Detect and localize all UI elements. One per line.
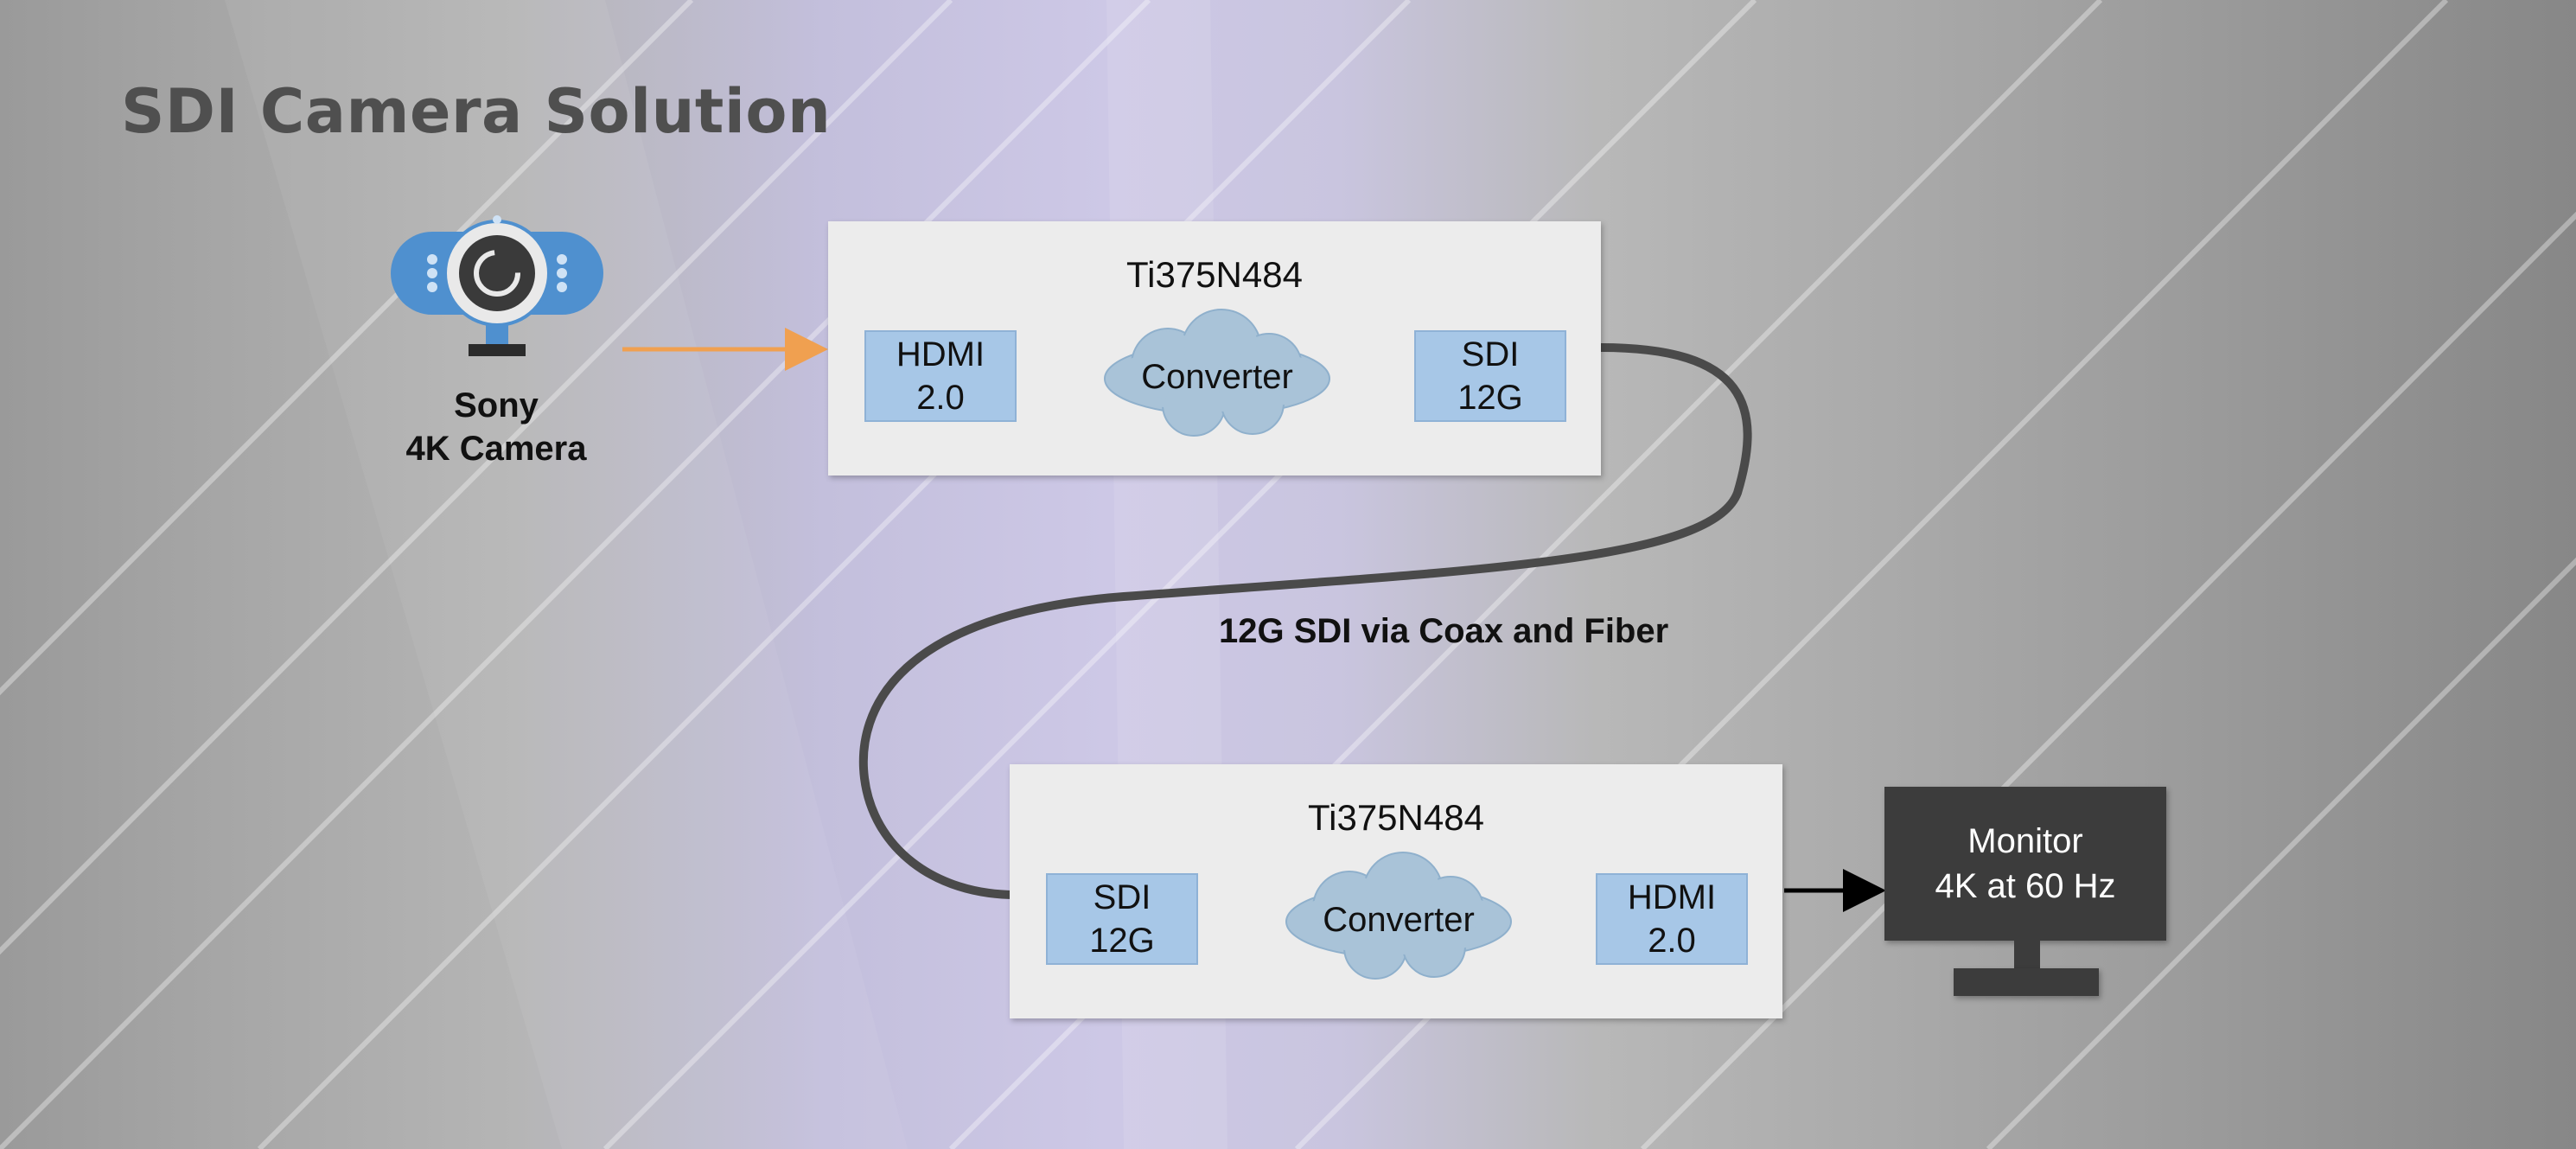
monitor-label-line2: 4K at 60 Hz xyxy=(1935,867,2116,905)
encoder-converter-label: Converter xyxy=(1141,358,1293,396)
webcam-icon xyxy=(391,215,603,356)
encoder-converter: Converter xyxy=(1092,308,1342,446)
camera-label-line1: Sony xyxy=(454,386,539,424)
page-title: SDI Camera Solution xyxy=(121,76,832,147)
monitor-label-line1: Monitor xyxy=(1967,822,2083,860)
camera-label: Sony 4K Camera xyxy=(384,384,609,470)
encoder-output-line2: 12G xyxy=(1457,379,1523,417)
encoder-output-line1: SDI xyxy=(1461,335,1520,373)
decoder-chip-label: Ti375N484 xyxy=(1308,797,1484,838)
encoder-hdmi-input: HDMI 2.0 xyxy=(864,330,1017,422)
decoder-output-line2: 2.0 xyxy=(1648,922,1696,960)
cable-label: 12G SDI via Coax and Fiber xyxy=(1219,612,1669,650)
decoder-panel: Ti375N484 SDI 12G Converter xyxy=(1010,764,1782,1018)
decoder-sdi-input: SDI 12G xyxy=(1046,873,1198,965)
decoder-converter: Converter xyxy=(1273,851,1524,989)
decoder-converter-label: Converter xyxy=(1323,901,1475,939)
monitor-base xyxy=(1954,968,2099,996)
decoder-input-line2: 12G xyxy=(1089,922,1155,960)
decoder-hdmi-output: HDMI 2.0 xyxy=(1596,873,1748,965)
cloud-icon xyxy=(1285,852,1512,980)
camera-label-line2: 4K Camera xyxy=(405,430,587,468)
encoder-sdi-output: SDI 12G xyxy=(1414,330,1566,422)
monitor-stand xyxy=(2014,941,2040,970)
encoder-input-line1: HDMI xyxy=(896,335,985,373)
encoder-panel: Ti375N484 HDMI 2.0 Converter xyxy=(828,221,1601,476)
cloud-icon xyxy=(1104,309,1330,437)
sdi-cable xyxy=(858,343,1752,899)
decoder-input-line1: SDI xyxy=(1093,878,1151,916)
monitor-icon: Monitor 4K at 60 Hz xyxy=(1884,787,2166,941)
decoder-output-line1: HDMI xyxy=(1627,878,1717,916)
encoder-chip-label: Ti375N484 xyxy=(1126,254,1303,295)
encoder-input-line2: 2.0 xyxy=(916,379,965,417)
